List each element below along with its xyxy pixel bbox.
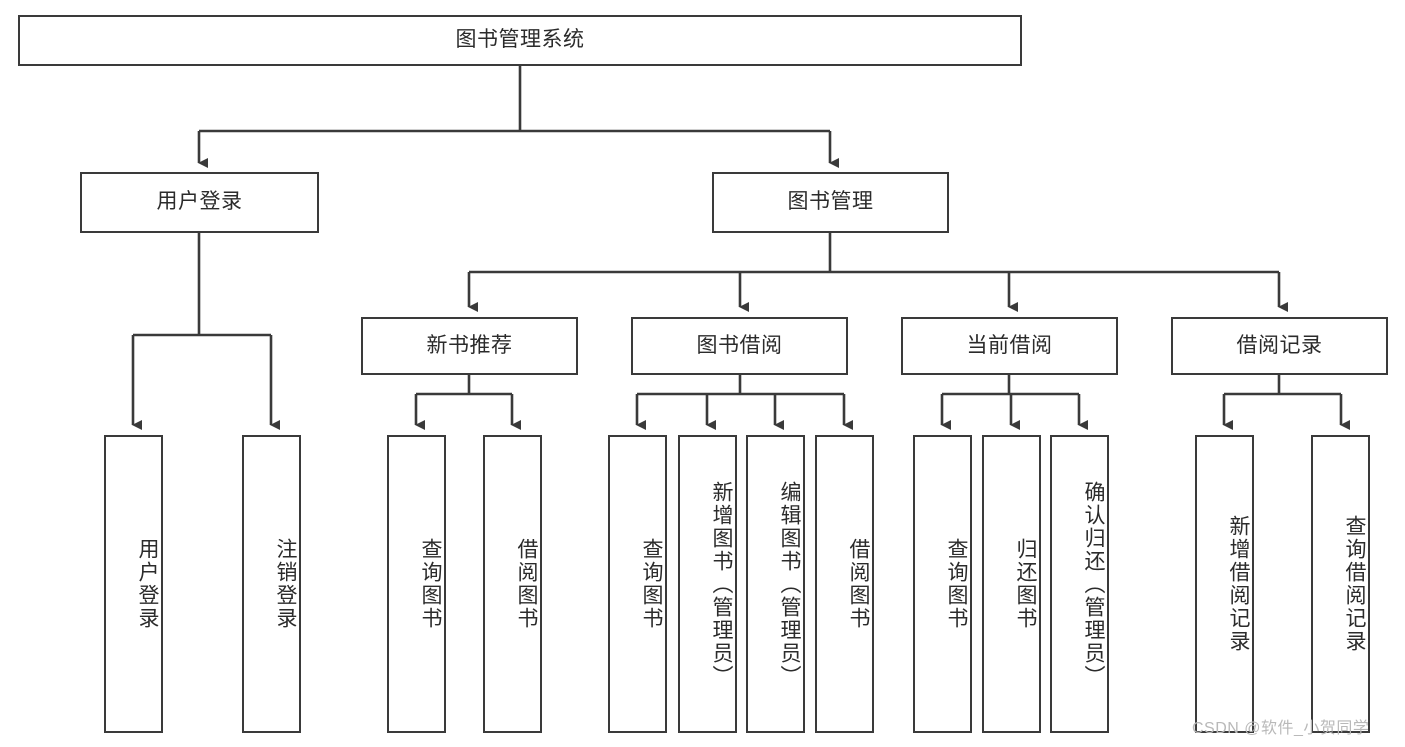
node-leaf-query-book-2-label: 查询图书 <box>640 538 663 630</box>
node-leaf-confirm-return-label: 确认归还（管理员） <box>1082 480 1105 688</box>
node-book-borrow-label: 图书借阅 <box>696 333 783 357</box>
node-borrow-record-label: 借阅记录 <box>1236 333 1323 357</box>
node-leaf-borrow-book-1-label: 借阅图书 <box>515 538 538 630</box>
node-leaf-borrow-book-2-label: 借阅图书 <box>847 538 870 630</box>
node-root[interactable]: 图书管理系统 <box>18 15 1022 66</box>
node-leaf-query-book-3[interactable]: 查询图书 <box>913 435 972 733</box>
node-leaf-return-book-label: 归还图书 <box>1014 538 1037 630</box>
node-leaf-logout[interactable]: 注销登录 <box>242 435 301 733</box>
node-leaf-borrow-book-2[interactable]: 借阅图书 <box>815 435 874 733</box>
node-leaf-add-borrow-record[interactable]: 新增借阅记录 <box>1195 435 1254 733</box>
node-leaf-user-login-label: 用户登录 <box>136 538 159 630</box>
node-leaf-logout-label: 注销登录 <box>274 538 297 630</box>
node-leaf-edit-book[interactable]: 编辑图书（管理员） <box>746 435 805 733</box>
node-leaf-query-book-2[interactable]: 查询图书 <box>608 435 667 733</box>
node-book-management-label: 图书管理 <box>787 190 874 214</box>
node-leaf-add-borrow-record-label: 新增借阅记录 <box>1227 515 1250 653</box>
node-leaf-query-book-1[interactable]: 查询图书 <box>387 435 446 733</box>
node-borrow-record[interactable]: 借阅记录 <box>1171 317 1388 375</box>
node-book-management[interactable]: 图书管理 <box>712 172 949 233</box>
node-current-borrow-label: 当前借阅 <box>966 333 1053 357</box>
node-user-login-label: 用户登录 <box>156 190 243 214</box>
node-leaf-query-book-1-label: 查询图书 <box>419 538 442 630</box>
node-user-login[interactable]: 用户登录 <box>80 172 319 233</box>
node-leaf-user-login[interactable]: 用户登录 <box>104 435 163 733</box>
watermark-text: CSDN @软件_小贺同学 <box>1192 720 1370 737</box>
node-book-borrow[interactable]: 图书借阅 <box>631 317 848 375</box>
node-leaf-borrow-book-1[interactable]: 借阅图书 <box>483 435 542 733</box>
watermark: CSDN @软件_小贺同学 <box>1192 714 1369 738</box>
node-leaf-add-book-label: 新增图书（管理员） <box>710 480 733 688</box>
node-new-book-recommend-label: 新书推荐 <box>426 333 513 357</box>
node-new-book-recommend[interactable]: 新书推荐 <box>361 317 578 375</box>
node-leaf-return-book[interactable]: 归还图书 <box>982 435 1041 733</box>
node-leaf-edit-book-label: 编辑图书（管理员） <box>778 480 801 688</box>
node-current-borrow[interactable]: 当前借阅 <box>901 317 1118 375</box>
node-leaf-add-book[interactable]: 新增图书（管理员） <box>678 435 737 733</box>
node-leaf-query-borrow-record[interactable]: 查询借阅记录 <box>1311 435 1370 733</box>
node-root-label: 图书管理系统 <box>455 28 585 52</box>
node-leaf-query-book-3-label: 查询图书 <box>945 538 968 630</box>
node-leaf-confirm-return[interactable]: 确认归还（管理员） <box>1050 435 1109 733</box>
node-leaf-query-borrow-record-label: 查询借阅记录 <box>1343 515 1366 653</box>
